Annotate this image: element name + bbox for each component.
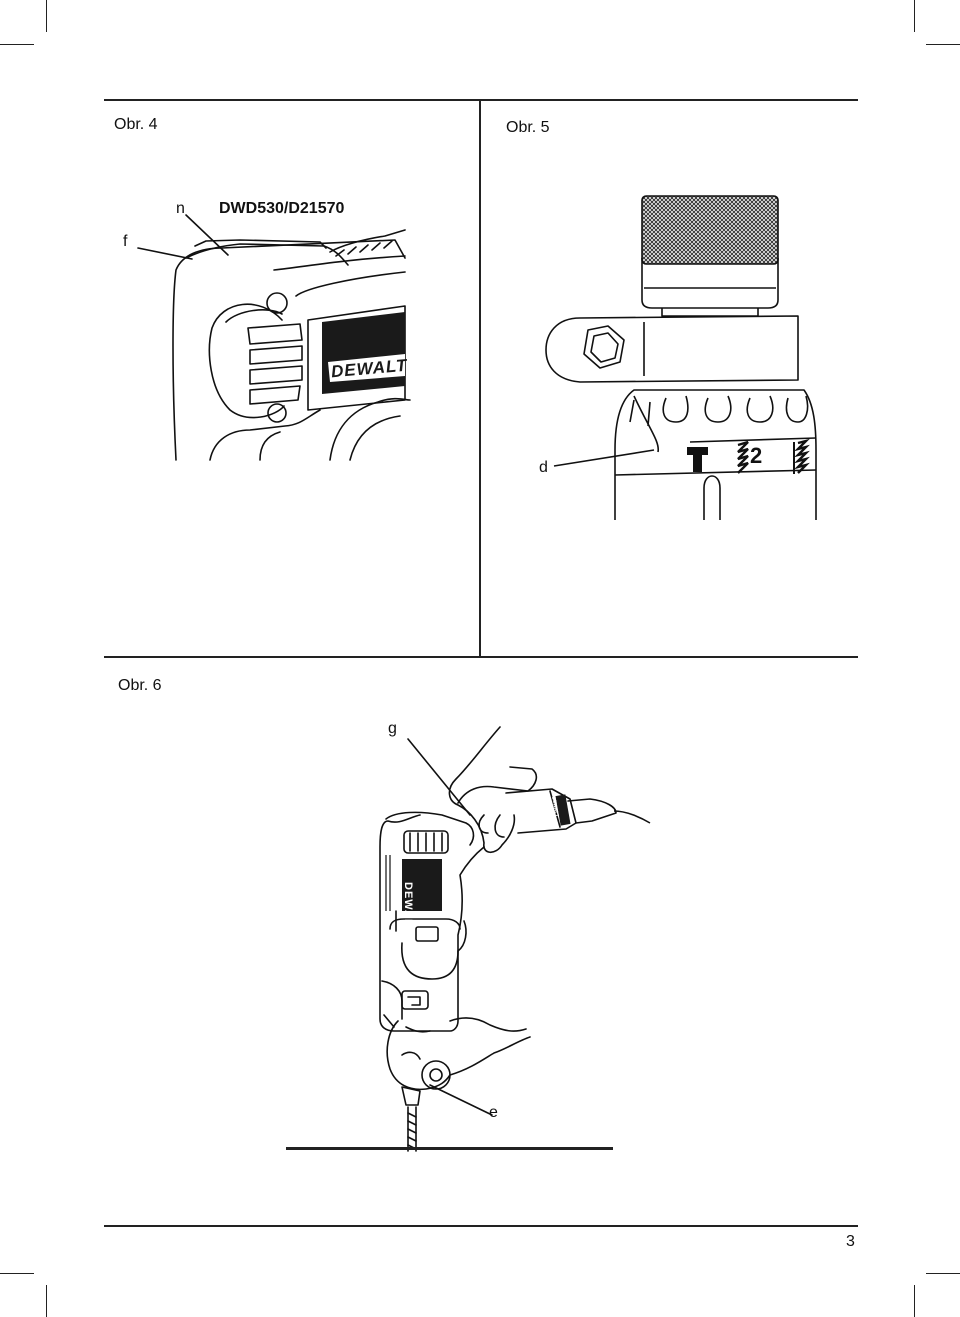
- callout-e: e: [489, 1104, 498, 1121]
- crop-mark: [46, 0, 47, 32]
- crop-mark: [914, 1285, 915, 1317]
- crop-mark: [914, 0, 915, 32]
- crop-mark: [926, 1273, 960, 1274]
- top-rule: [104, 99, 858, 101]
- drill-top-view-illustration: [110, 210, 410, 460]
- mode-selector-illustration: [540, 190, 860, 530]
- callout-f: f: [123, 233, 128, 250]
- callout-g: g: [388, 720, 397, 737]
- crop-mark: [926, 44, 960, 45]
- drill-in-use-illustration: [270, 715, 630, 1165]
- bottom-rule: [104, 1225, 858, 1227]
- model-number: DWD530/D21570: [219, 200, 345, 217]
- ground-line: [286, 1147, 613, 1150]
- divider-vertical: [479, 99, 481, 656]
- mode-number: 2: [750, 443, 763, 468]
- figure-5-label: Obr. 5: [506, 119, 550, 136]
- page-number: 3: [846, 1233, 855, 1250]
- callout-d: d: [539, 459, 548, 476]
- callout-n: n: [176, 200, 185, 217]
- middle-rule: [104, 656, 858, 658]
- crop-mark: [0, 44, 34, 45]
- crop-mark: [0, 1273, 34, 1274]
- figure-6-label: Obr. 6: [118, 677, 162, 694]
- brand-logo-vertical: DEWALT: [402, 882, 414, 934]
- crop-mark: [46, 1285, 47, 1317]
- figure-4-label: Obr. 4: [114, 116, 158, 133]
